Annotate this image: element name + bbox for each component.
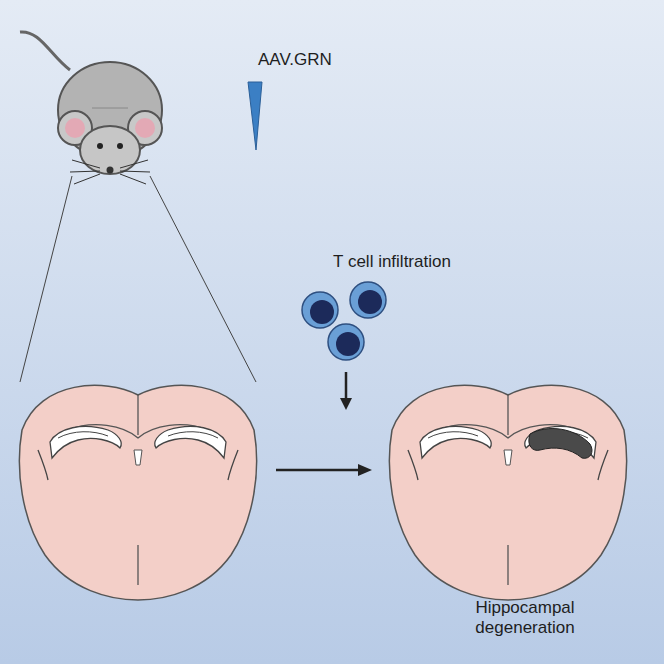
arrow-head xyxy=(358,464,372,476)
label: Hippocampal degeneration xyxy=(450,598,600,639)
arrow-head xyxy=(340,398,352,410)
arrow xyxy=(276,469,362,472)
brain-section-degenerated xyxy=(389,385,626,600)
t-cells xyxy=(302,282,386,360)
label: T cell infiltration xyxy=(333,252,451,272)
injection-needle xyxy=(248,82,262,150)
brain-section xyxy=(19,385,256,600)
zoom-line xyxy=(20,176,256,382)
hippocampal-lesion xyxy=(529,429,592,459)
mouse xyxy=(20,32,162,184)
label: AAV.GRN xyxy=(258,50,332,70)
arrow xyxy=(345,372,348,402)
